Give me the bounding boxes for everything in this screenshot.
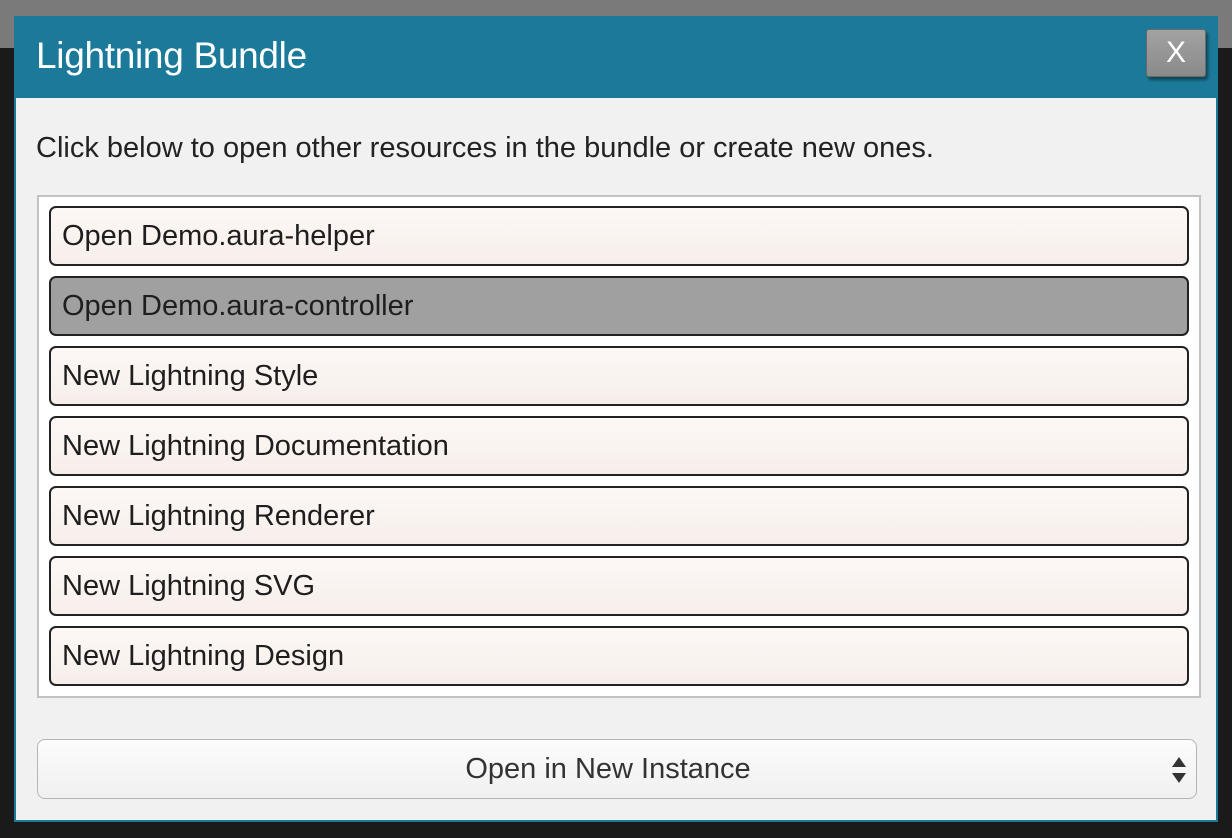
instructions-text: Click below to open other resources in t… [36,132,934,164]
lightning-bundle-dialog: Lightning Bundle X Click below to open o… [14,16,1218,822]
close-button[interactable]: X [1146,29,1206,77]
resource-item-new-style[interactable]: New Lightning Style [49,346,1189,406]
resource-item-new-design[interactable]: New Lightning Design [49,626,1189,686]
resource-item-new-svg[interactable]: New Lightning SVG [49,556,1189,616]
resource-list: Open Demo.aura-helper Open Demo.aura-con… [37,195,1201,698]
resource-item-new-renderer[interactable]: New Lightning Renderer [49,486,1189,546]
resource-item-open-helper[interactable]: Open Demo.aura-helper [49,206,1189,266]
open-mode-select-value: Open in New Instance [465,753,751,785]
resource-item-open-controller[interactable]: Open Demo.aura-controller [49,276,1189,336]
select-updown-arrows-icon [1172,757,1186,783]
dialog-header: Lightning Bundle X [16,18,1216,98]
open-mode-select[interactable]: Open in New Instance [37,739,1197,799]
resource-item-new-documentation[interactable]: New Lightning Documentation [49,416,1189,476]
dialog-title: Lightning Bundle [36,35,307,76]
